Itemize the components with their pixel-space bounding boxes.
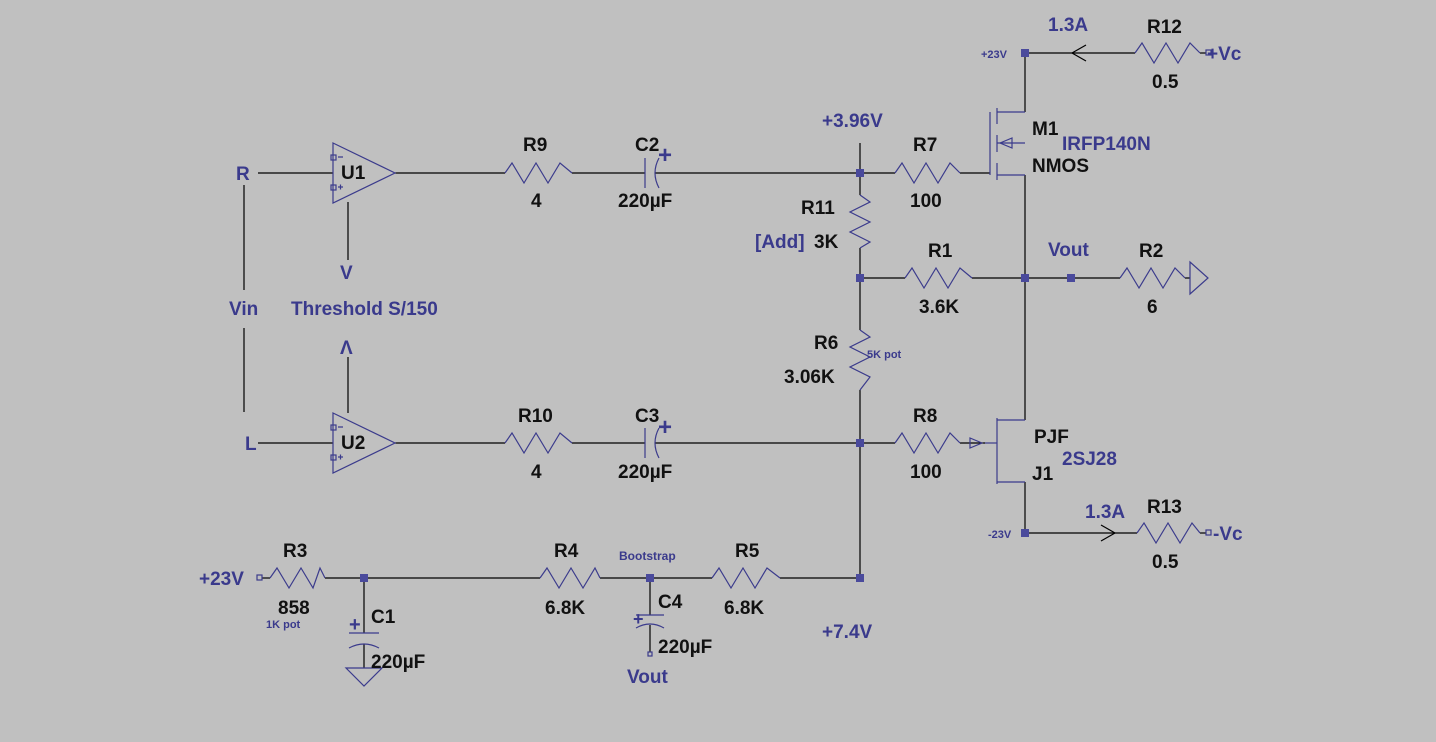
c2-plus: + — [658, 142, 672, 169]
r5-value: 6.8K — [724, 598, 764, 619]
wires — [243, 52, 1206, 668]
ground-c1 — [344, 667, 384, 687]
r8-name: R8 — [913, 406, 937, 427]
junctions — [360, 49, 1075, 582]
net-p23-input: +23V — [199, 569, 244, 590]
capacitor-c2[interactable] — [644, 157, 660, 189]
r2-name: R2 — [1139, 241, 1163, 262]
r4-name: R4 — [554, 541, 579, 562]
r9-value: 4 — [531, 191, 542, 212]
r6-note: 5K pot — [867, 349, 902, 361]
u2-label: U2 — [341, 433, 365, 454]
opamp-u1[interactable] — [330, 142, 397, 204]
net-3v96: +3.96V — [822, 111, 883, 132]
r10-value: 4 — [531, 462, 542, 483]
c2-name: C2 — [635, 135, 659, 156]
open-pins — [256, 49, 1212, 581]
resistor-r7[interactable] — [894, 161, 961, 185]
j1-model: 2SJ28 — [1062, 449, 1117, 470]
u1-label: U1 — [341, 163, 366, 184]
r11-value: 3K — [814, 232, 839, 253]
c4-plus: + — [633, 609, 644, 629]
resistor-r2[interactable] — [1119, 266, 1186, 290]
r7-value: 100 — [910, 191, 942, 212]
jfet-j1[interactable] — [969, 418, 1025, 484]
net-p23: +23V — [981, 49, 1008, 61]
capacitor-c1[interactable] — [348, 632, 380, 649]
resistor-r10[interactable] — [504, 431, 573, 455]
arrow-down-label: V — [340, 263, 353, 284]
net-vcp: +Vc — [1207, 44, 1242, 65]
r5-name: R5 — [735, 541, 760, 562]
resistor-r5[interactable] — [711, 566, 781, 590]
c2-value: 220µF — [618, 191, 672, 212]
r11-note: [Add] — [755, 232, 805, 253]
net-m23: -23V — [988, 529, 1012, 541]
j1-name: J1 — [1032, 464, 1054, 485]
resistor-r6[interactable] — [848, 329, 872, 391]
r10-name: R10 — [518, 406, 553, 427]
mosfet-m1[interactable] — [989, 108, 1025, 180]
m1-name: M1 — [1032, 119, 1059, 140]
r13-value: 0.5 — [1152, 552, 1179, 573]
r6-name: R6 — [814, 333, 838, 354]
vout-label: Vout — [1048, 240, 1089, 261]
m1-type: NMOS — [1032, 156, 1089, 177]
current-top-label: 1.3A — [1048, 15, 1088, 36]
c1-plus: + — [349, 614, 361, 636]
current-arrow-bottom — [1100, 524, 1117, 542]
vin-label: Vin — [229, 299, 258, 320]
r7-name: R7 — [913, 135, 937, 156]
c3-value: 220µF — [618, 462, 672, 483]
net-7v4: +7.4V — [822, 622, 873, 643]
input-l-label: L — [245, 434, 257, 455]
j1-type: PJF — [1034, 427, 1069, 448]
resistor-r3[interactable] — [269, 566, 326, 590]
r12-name: R12 — [1147, 17, 1182, 38]
resistor-r13[interactable] — [1136, 521, 1201, 545]
r8-value: 100 — [910, 462, 942, 483]
arrow-up-label: Λ — [340, 338, 353, 359]
c1-name: C1 — [371, 607, 396, 628]
vout-bootstrap-label: Vout — [627, 667, 668, 688]
resistor-r1[interactable] — [904, 266, 973, 290]
r3-note: 1K pot — [266, 619, 301, 631]
resistor-r9[interactable] — [504, 161, 573, 185]
resistor-r11[interactable] — [848, 194, 872, 249]
capacitor-c4[interactable] — [635, 614, 665, 657]
r3-value: 858 — [278, 598, 310, 619]
c1-value: 220µF — [371, 652, 425, 673]
r12-value: 0.5 — [1152, 72, 1179, 93]
current-arrow-top — [1070, 44, 1087, 62]
r11-name: R11 — [801, 198, 835, 219]
c3-name: C3 — [635, 406, 659, 427]
resistor-r12[interactable] — [1134, 41, 1201, 65]
c3-plus: + — [658, 414, 672, 441]
r2-value: 6 — [1147, 297, 1158, 318]
r1-value: 3.6K — [919, 297, 959, 318]
r4-value: 6.8K — [545, 598, 585, 619]
r6-value: 3.06K — [784, 367, 835, 388]
capacitor-c3[interactable] — [644, 427, 660, 459]
ground-r2 — [1189, 260, 1209, 296]
input-r-label: R — [236, 164, 250, 185]
current-bottom-label: 1.3A — [1085, 502, 1125, 523]
r9-name: R9 — [523, 135, 547, 156]
resistor-r8[interactable] — [894, 431, 961, 455]
m1-model: IRFP140N — [1062, 134, 1151, 155]
c4-value: 220µF — [658, 637, 712, 658]
threshold-label: Threshold S/150 — [291, 299, 438, 320]
r1-name: R1 — [928, 241, 953, 262]
resistor-r4[interactable] — [539, 566, 601, 590]
r3-name: R3 — [283, 541, 307, 562]
bootstrap-label: Bootstrap — [619, 549, 676, 563]
net-vcm: -Vc — [1213, 524, 1243, 545]
c4-name: C4 — [658, 592, 683, 613]
opamp-u2[interactable] — [330, 412, 397, 474]
r13-name: R13 — [1147, 497, 1182, 518]
